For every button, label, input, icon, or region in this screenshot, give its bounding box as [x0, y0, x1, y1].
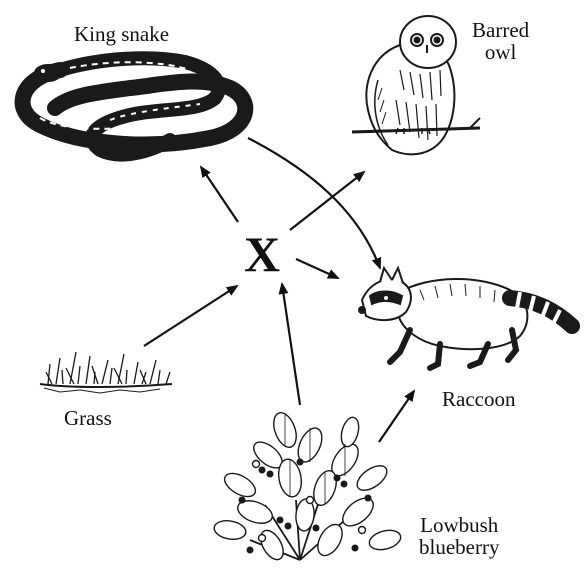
arrow-x-to-king-snake: [201, 167, 238, 222]
arrow-grass-to-x: [144, 286, 237, 346]
arrow-x-to-raccoon: [296, 259, 338, 278]
barred-owl-label: Barred owl: [472, 19, 529, 63]
lowbush-blueberry-label-line2: blueberry: [419, 536, 499, 558]
raccoon-label: Raccoon: [442, 388, 515, 410]
grass-label: Grass: [64, 407, 112, 429]
barred-owl-label-line1: Barred: [472, 19, 529, 41]
king-snake-label: King snake: [74, 23, 169, 45]
raccoon-icon: [359, 268, 572, 368]
organism-x-label: X: [244, 226, 280, 282]
barred-owl-label-line2: owl: [472, 41, 529, 63]
grass-icon: [40, 352, 172, 393]
blueberry-bush-icon: [213, 410, 403, 564]
owl-icon: [352, 16, 480, 154]
snake-icon: [23, 58, 246, 154]
lowbush-blueberry-label: Lowbush blueberry: [419, 514, 499, 558]
arrow-blueberry-to-x: [282, 284, 300, 405]
lowbush-blueberry-label-line1: Lowbush: [419, 514, 499, 536]
arrow-blueberry-to-raccoon: [379, 391, 414, 442]
